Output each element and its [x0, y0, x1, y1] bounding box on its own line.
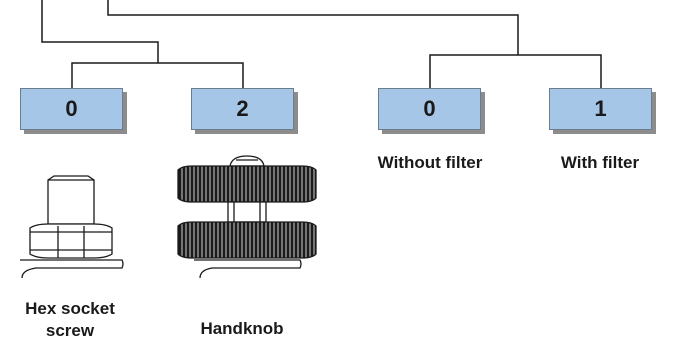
code-box-filter-0: 0 [378, 88, 481, 130]
code-value: 2 [236, 96, 249, 121]
connector-fixing-split [71, 62, 244, 88]
handknob-icon [177, 155, 317, 279]
code-value: 0 [423, 96, 436, 121]
connector-fixing [41, 0, 159, 63]
hex-socket-screw-icon [20, 175, 124, 279]
code-box-fixing-2: 2 [191, 88, 294, 130]
connector-filter-split [429, 54, 602, 88]
code-box-fixing-0: 0 [20, 88, 123, 130]
caption-handknob: Handknob [200, 319, 284, 338]
caption-hex-socket-screw: Hex socket screw [25, 299, 115, 340]
connector-filter [107, 0, 519, 55]
code-box-filter-1: 1 [549, 88, 652, 130]
caption-with-filter: With filter [560, 153, 640, 172]
code-value: 1 [594, 96, 607, 121]
caption-without-filter: Without filter [377, 153, 483, 172]
code-value: 0 [65, 96, 78, 121]
